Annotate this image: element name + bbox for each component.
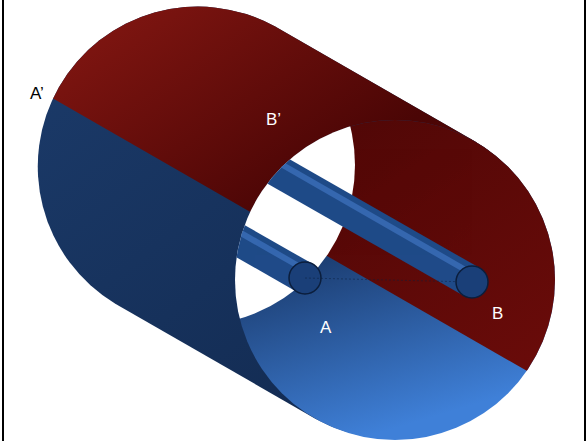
end-label: B’ (264, 110, 283, 129)
point-label: B (490, 304, 505, 323)
end-label: A’ (28, 84, 46, 103)
point-label: A (318, 318, 333, 337)
